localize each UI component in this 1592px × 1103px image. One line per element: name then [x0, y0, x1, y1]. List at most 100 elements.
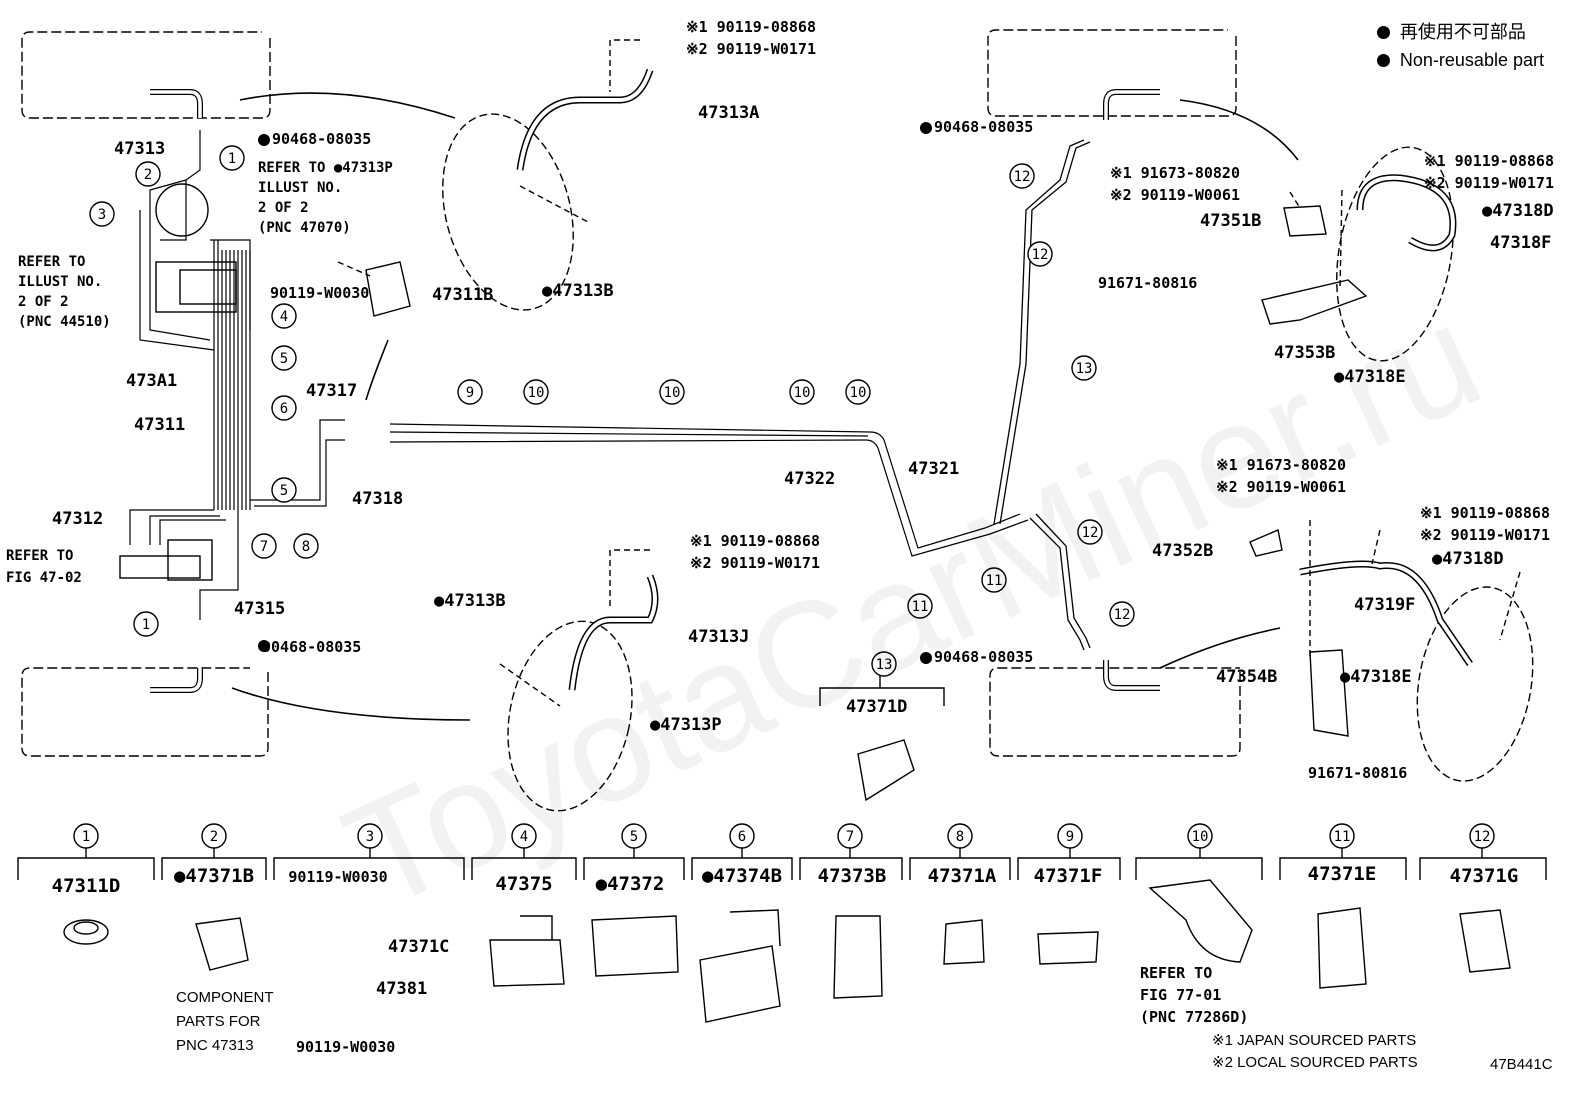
svg-text:10: 10 — [850, 385, 867, 401]
clamp-1-num: 1 — [82, 829, 90, 845]
label-47311B: 47311B — [432, 285, 493, 305]
svg-text:1: 1 — [228, 151, 236, 167]
label-s1-08868-c: ※1 90119-08868 — [1424, 152, 1554, 170]
label-47353B: 47353B — [1274, 343, 1335, 363]
refer-47070-line1: REFER TO ●47313P — [258, 160, 393, 176]
clamp-10-num: 10 — [1192, 829, 1209, 845]
clamp-4-num: 4 — [520, 829, 528, 845]
clamp-2-note-3: PNC 47313 — [176, 1037, 254, 1054]
label-90468-front-right: 90468-08035 — [934, 118, 1033, 136]
label-90468-rear-right: 90468-08035 — [934, 648, 1033, 666]
svg-text:12: 12 — [1114, 607, 1131, 623]
refer-4702-line2: FIG 47-02 — [6, 570, 82, 586]
clamp-9-num: 9 — [1066, 829, 1074, 845]
clamp-3-sub-90119: 90119-W0030 — [296, 1038, 395, 1056]
refer-44510-line2: ILLUST NO. — [18, 274, 102, 290]
svg-text:10: 10 — [664, 385, 681, 401]
clamp-6-num: 6 — [738, 829, 746, 845]
label-s1-08868-d: ※1 90119-08868 — [1420, 504, 1550, 522]
clamp-8-part: 47371A — [928, 865, 997, 887]
legend-en-text: Non-reusable part — [1399, 50, 1544, 70]
clamp-2-note-2: PARTS FOR — [176, 1013, 261, 1030]
label-47318D-rear: ●47318D — [1432, 549, 1504, 569]
svg-text:3: 3 — [98, 207, 106, 223]
svg-text:5: 5 — [280, 483, 288, 499]
svg-text:5: 5 — [280, 351, 288, 367]
label-47313J: 47313J — [688, 627, 749, 647]
label-90468-rear-left: 90468-08035 — [262, 638, 361, 656]
clamp-callout-circles — [73, 145, 1495, 849]
label-47318E-front: ●47318E — [1334, 367, 1406, 387]
label-s1-08868-b: ※1 90119-08868 — [690, 532, 820, 550]
label-47313B-upper: ●47313B — [542, 281, 614, 301]
legend-en: Non-reusable part — [1376, 46, 1544, 74]
label-90119-w0030: 90119-W0030 — [270, 284, 369, 302]
footnote-2: ※2 LOCAL SOURCED PARTS — [1212, 1054, 1418, 1071]
label-47312: 47312 — [52, 509, 103, 529]
label-47352B: 47352B — [1152, 541, 1213, 561]
svg-text:11: 11 — [912, 599, 929, 615]
clamp-3-part: 90119-W0030 — [288, 868, 387, 886]
svg-text:12: 12 — [1014, 169, 1031, 185]
label-47313P: ●47313P — [650, 715, 722, 735]
clamp-2-note-1: COMPONENT — [176, 989, 274, 1006]
rear-right-box — [989, 667, 1241, 757]
legend-ja-text: 再使用不可部品 — [1399, 22, 1526, 42]
clamp-9-part: 47371F — [1034, 865, 1103, 887]
clamp-10-note-3: (PNC 77286D) — [1140, 1008, 1248, 1026]
clamp-2-num: 2 — [210, 829, 218, 845]
svg-text:9: 9 — [466, 385, 474, 401]
clamp-6-part: ●47374B — [702, 865, 782, 887]
label-47317: 47317 — [306, 381, 357, 401]
refer-4702-line1: REFER TO — [6, 548, 73, 564]
clamp-3-sub-47371C: 47371C — [388, 937, 449, 957]
clamp-11-num: 11 — [1334, 829, 1351, 845]
footnotes: ※1 JAPAN SOURCED PARTS ※2 LOCAL SOURCED … — [1212, 1030, 1418, 1074]
svg-text:6: 6 — [280, 401, 288, 417]
label-s1-08868-a: ※1 90119-08868 — [686, 18, 816, 36]
label-47371D: 47371D — [846, 697, 907, 717]
svg-text:7: 7 — [260, 539, 268, 555]
bullet-icon — [1376, 26, 1390, 39]
label-s2-w0171-d: ※2 90119-W0171 — [1420, 526, 1550, 544]
svg-text:13: 13 — [1076, 361, 1093, 377]
label-47313: 47313 — [114, 139, 165, 159]
svg-text:11: 11 — [986, 573, 1003, 589]
label-473A1: 473A1 — [126, 371, 177, 391]
label-47354B: 47354B — [1216, 667, 1277, 687]
front-left-box — [21, 31, 271, 119]
clamp-1-part: 47311D — [52, 875, 121, 897]
footnote-1: ※1 JAPAN SOURCED PARTS — [1212, 1032, 1417, 1049]
clamp-2-part: ●47371B — [174, 865, 254, 887]
clamp-5-part: ●47372 — [596, 873, 665, 895]
clamp-3-num: 3 — [366, 829, 374, 845]
label-47318D-front: ●47318D — [1482, 201, 1554, 221]
label-47351B: 47351B — [1200, 211, 1261, 231]
label-90468-front-left: 90468-08035 — [272, 130, 371, 148]
refer-44510-line1: REFER TO — [18, 254, 85, 270]
svg-text:12: 12 — [1082, 525, 1099, 541]
clamp-12-num: 12 — [1474, 829, 1491, 845]
label-91671-rear: 91671-80816 — [1308, 764, 1407, 782]
refer-44510-line3: 2 OF 2 — [18, 294, 69, 310]
label-47319F: 47319F — [1354, 595, 1415, 615]
clamp-12-part: 47371G — [1450, 865, 1519, 887]
label-s1-80820-a: ※1 91673-80820 — [1110, 164, 1240, 182]
label-s2-w0171-c: ※2 90119-W0171 — [1424, 174, 1554, 192]
svg-text:10: 10 — [794, 385, 811, 401]
svg-text:8: 8 — [302, 539, 310, 555]
rear-left-box — [21, 667, 269, 757]
label-47321: 47321 — [908, 459, 959, 479]
refer-47070-line2: ILLUST NO. — [258, 180, 342, 196]
label-s2-w0061-b: ※2 90119-W0061 — [1216, 478, 1346, 496]
clamp-5-num: 5 — [630, 829, 638, 845]
svg-text:10: 10 — [528, 385, 545, 401]
svg-text:2: 2 — [144, 167, 152, 183]
label-47322: 47322 — [784, 469, 835, 489]
label-47318: 47318 — [352, 489, 403, 509]
clamp-8-num: 8 — [956, 829, 964, 845]
clamp-10-note-2: FIG 77-01 — [1140, 986, 1221, 1004]
refer-47070-line3: 2 OF 2 — [258, 200, 309, 216]
legend: 再使用不可部品 Non-reusable part — [1376, 18, 1544, 74]
